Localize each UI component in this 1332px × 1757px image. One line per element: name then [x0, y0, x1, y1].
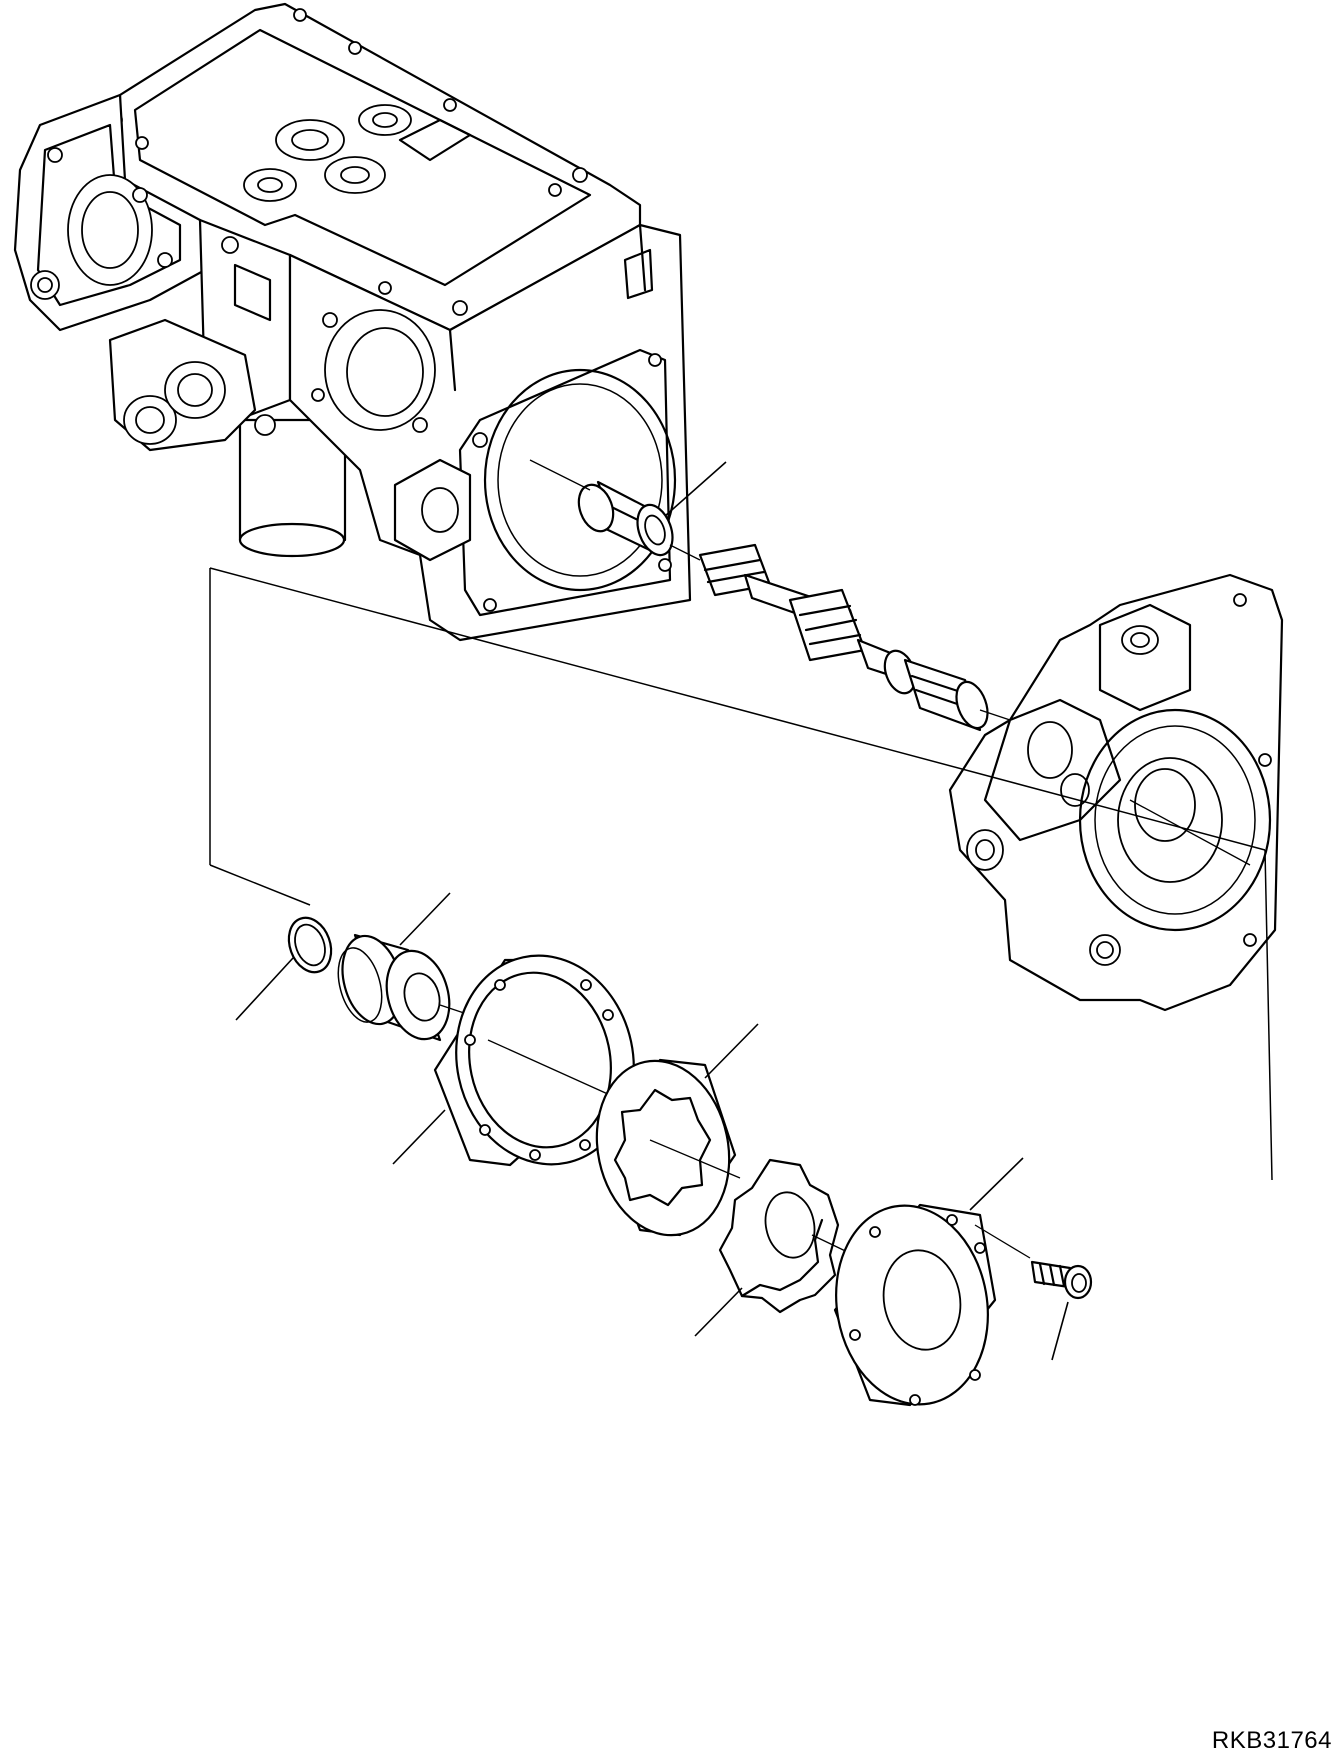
assembly-bracket-lines — [209, 567, 1273, 1181]
pump-housing-icon — [13, 2, 692, 642]
rear-cover-icon — [948, 573, 1284, 1012]
spacer-plate-icon — [392, 954, 635, 1167]
snap-ring-icon — [235, 916, 333, 1021]
figure-code: RKB31764 — [1211, 1727, 1332, 1754]
outer-rotor-icon — [595, 1023, 759, 1237]
inner-rotor-icon — [694, 1158, 861, 1337]
bolt-icon — [1030, 1260, 1093, 1361]
end-plate-icon — [833, 1157, 1031, 1407]
bearing-icon — [337, 892, 471, 1042]
bushing-icon — [577, 461, 727, 557]
splined-shaft-icon — [698, 543, 1011, 732]
